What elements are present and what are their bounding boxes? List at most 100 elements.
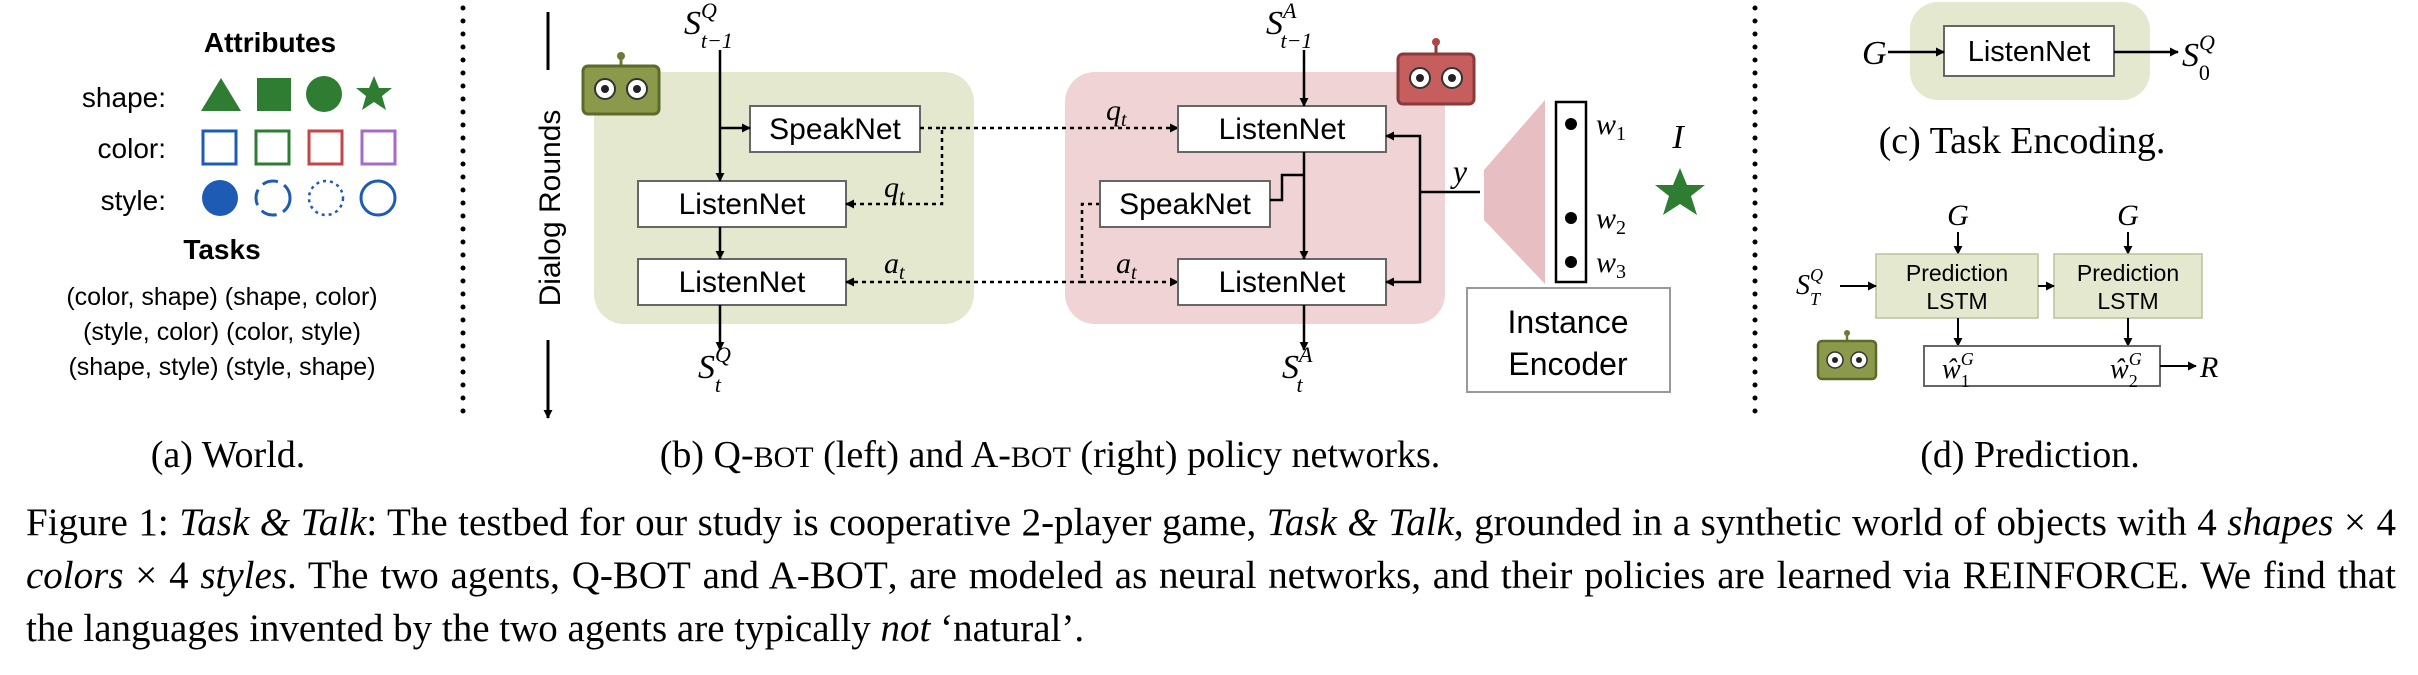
caption-colors: colors	[26, 554, 124, 597]
circle-shape-icon	[306, 76, 342, 112]
reward-label: R	[2199, 351, 2218, 384]
subcaption-d: (d) Prediction.	[1920, 434, 2140, 476]
instance-star-icon	[1655, 168, 1705, 215]
caption-bot-1: BOT	[612, 554, 691, 597]
lstm2-label-2: LSTM	[2097, 288, 2158, 314]
caption-not: not	[880, 607, 931, 650]
instance-encoder-box	[1466, 287, 1671, 393]
task-G-label: G	[1862, 35, 1887, 72]
instance-encoder-trapezoid	[1484, 100, 1545, 284]
qbot-listennet-top-box	[637, 180, 847, 228]
caption-text-5: , are modeled as neural networks, and th…	[26, 554, 2396, 650]
qbot-qt-label: qt	[884, 171, 905, 208]
purple-color-icon	[360, 129, 397, 166]
solid-style-icon	[359, 179, 397, 217]
shape-row-label: shape:	[82, 82, 166, 113]
subcaption-b: (b) Q-BOT (left) and A-BOT (right) polic…	[660, 434, 1441, 476]
tasks-line-2: (style, color) (color, style)	[83, 318, 361, 346]
caption-text-6: ‘natural’.	[930, 607, 1085, 650]
square-shape-icon	[257, 78, 291, 111]
instance-encoder-label-2: Encoder	[1508, 346, 1628, 382]
caption-times-1: × 4	[2333, 501, 2396, 544]
abot-to-speaknet-line	[1270, 173, 1304, 202]
qbot-robot-icon	[581, 52, 661, 116]
abot-speaknet-box	[1099, 180, 1271, 228]
prediction-lstm-2	[2053, 253, 2203, 319]
blue-color-icon	[201, 129, 238, 166]
qbot-at-label: at	[884, 247, 905, 284]
style-row-label: style:	[101, 185, 166, 216]
world-panel: Attributes shape: color: style: Tasks (c…	[66, 27, 397, 476]
policy-panel: Dialog Rounds SpeakNet	[534, 0, 1705, 476]
lstm2-label-1: Prediction	[2077, 260, 2179, 286]
caption-title-2: Task & Talk	[1266, 501, 1454, 544]
figure-diagram: Attributes shape: color: style: Tasks (c…	[66, 0, 2218, 476]
tasks-line-1: (color, shape) (shape, color)	[66, 283, 377, 311]
pred-G1-label: G	[1947, 199, 1969, 232]
green-color-icon	[254, 129, 291, 166]
caption-label: Figure 1:	[26, 501, 180, 544]
caption-text-3: . The two agents, Q-	[287, 554, 613, 597]
figure-caption: Figure 1: Task & Talk: The testbed for o…	[26, 496, 2396, 655]
qbot-listennet-bottom-label: ListenNet	[679, 266, 806, 299]
color-row-label: color:	[98, 133, 166, 164]
abot-robot-icon	[1396, 38, 1476, 106]
pred-G2-label: G	[2117, 199, 2139, 232]
instance-vector	[1554, 100, 1588, 284]
task-listennet-label: ListenNet	[1968, 36, 2091, 68]
tasks-line-3: (shape, style) (style, shape)	[68, 353, 375, 381]
prediction-qbot-icon	[1816, 330, 1878, 381]
w3-node	[1565, 256, 1577, 268]
triangle-shape-icon	[201, 78, 241, 111]
y-to-top-listennet-arrow	[1385, 131, 1422, 192]
abot-listennet-bottom-box	[1177, 258, 1387, 306]
dotted-style-icon	[307, 179, 345, 217]
caption-shapes: shapes	[2227, 501, 2334, 544]
w3-label: w3	[1596, 246, 1626, 283]
red-color-icon	[307, 129, 344, 166]
instance-I-label: I	[1671, 119, 1685, 156]
w2-node	[1565, 212, 1577, 224]
caption-styles: styles	[200, 554, 288, 597]
lstm1-label-2: LSTM	[1926, 288, 1987, 314]
qbot-speaknet-label: SpeakNet	[769, 113, 901, 146]
abot-listennet-top-label: ListenNet	[1219, 113, 1346, 146]
qbot-listennet-bottom-box	[637, 258, 847, 306]
w1-label: w1	[1596, 108, 1626, 145]
subcaption-a: (a) World.	[151, 434, 306, 476]
abot-qt-label: qt	[1106, 94, 1127, 131]
qbot-speaknet-box	[749, 105, 921, 153]
y-label: y	[1450, 153, 1468, 189]
attributes-heading: Attributes	[204, 27, 336, 58]
y-to-bottom-listennet-arrow	[1385, 192, 1422, 287]
instance-encoder-label-1: Instance	[1508, 304, 1629, 340]
at-message-arrow	[845, 202, 1100, 287]
caption-text-1: : The testbed for our study is cooperati…	[366, 501, 1267, 544]
caption-text-4: and A-	[690, 554, 810, 597]
caption-times-2: × 4	[123, 554, 201, 597]
abot-listennet-bottom-label: ListenNet	[1219, 266, 1346, 299]
w2-label: w2	[1596, 202, 1626, 239]
caption-title: Task & Talk	[179, 501, 367, 544]
star-shape-icon	[356, 76, 392, 110]
caption-text-2: , grounded in a synthetic world of objec…	[1453, 501, 2228, 544]
qbot-listennet-top-label: ListenNet	[679, 188, 806, 221]
w1-node	[1565, 118, 1577, 130]
abot-at-label: at	[1116, 247, 1137, 284]
dialog-rounds-label: Dialog Rounds	[534, 110, 567, 307]
tasks-heading: Tasks	[183, 234, 260, 265]
abot-listennet-top-box	[1177, 105, 1387, 153]
caption-bot-2: BOT	[809, 554, 888, 597]
filled-style-icon	[202, 180, 238, 216]
subcaption-c: (c) Task Encoding.	[1879, 120, 2166, 162]
